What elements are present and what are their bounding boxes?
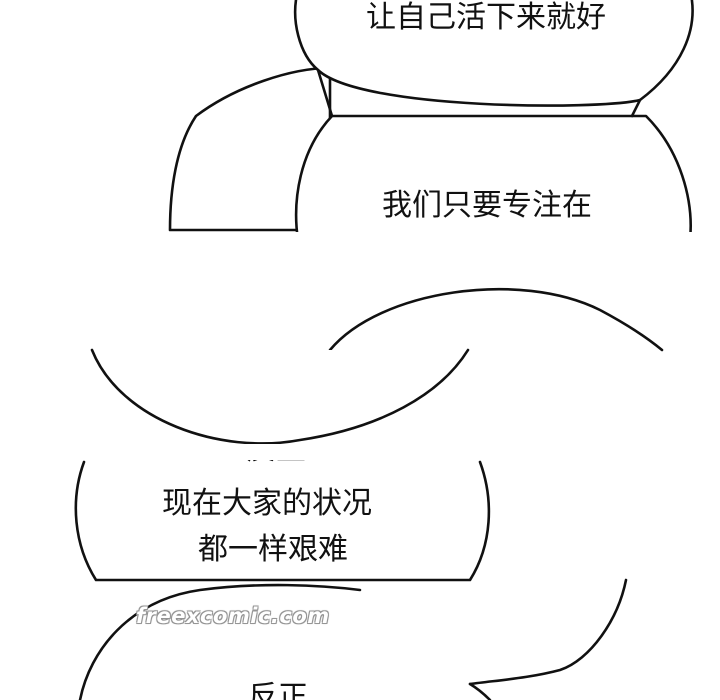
speech-bubble-middle	[74, 460, 491, 582]
caption-line-1: 让自己活下来就好	[366, 0, 606, 35]
caption-line-2: 我们只要专注在	[382, 188, 592, 223]
panel-cut-mask	[230, 444, 340, 460]
caption-block-bottom: 反正	[220, 676, 360, 700]
speech-bubble-arc-left	[90, 348, 470, 445]
speech-bubble-tail-right	[468, 578, 628, 686]
caption-line-6: 反正	[248, 680, 308, 700]
speech-bubble-arc-right	[328, 287, 664, 352]
caption-line-4: 现在大家的状况	[162, 486, 372, 521]
watermark-text: freexcomic.com	[136, 604, 330, 628]
panel-lower	[74, 460, 628, 700]
caption-block-middle: 反正 现在大家的状况 都一样艰难	[120, 444, 440, 572]
panel-middle	[90, 287, 664, 445]
bubble-tail-right	[630, 98, 642, 118]
panel-gutter-cut-a	[0, 232, 720, 236]
speech-bubble-bottom-right	[468, 682, 492, 700]
caption-line-5: 都一样艰难	[198, 532, 348, 567]
speech-bubble-bottom	[78, 583, 362, 700]
panel-top	[168, 0, 694, 242]
speech-bubble-top	[293, 0, 694, 107]
bubble-tail-top	[316, 68, 334, 118]
